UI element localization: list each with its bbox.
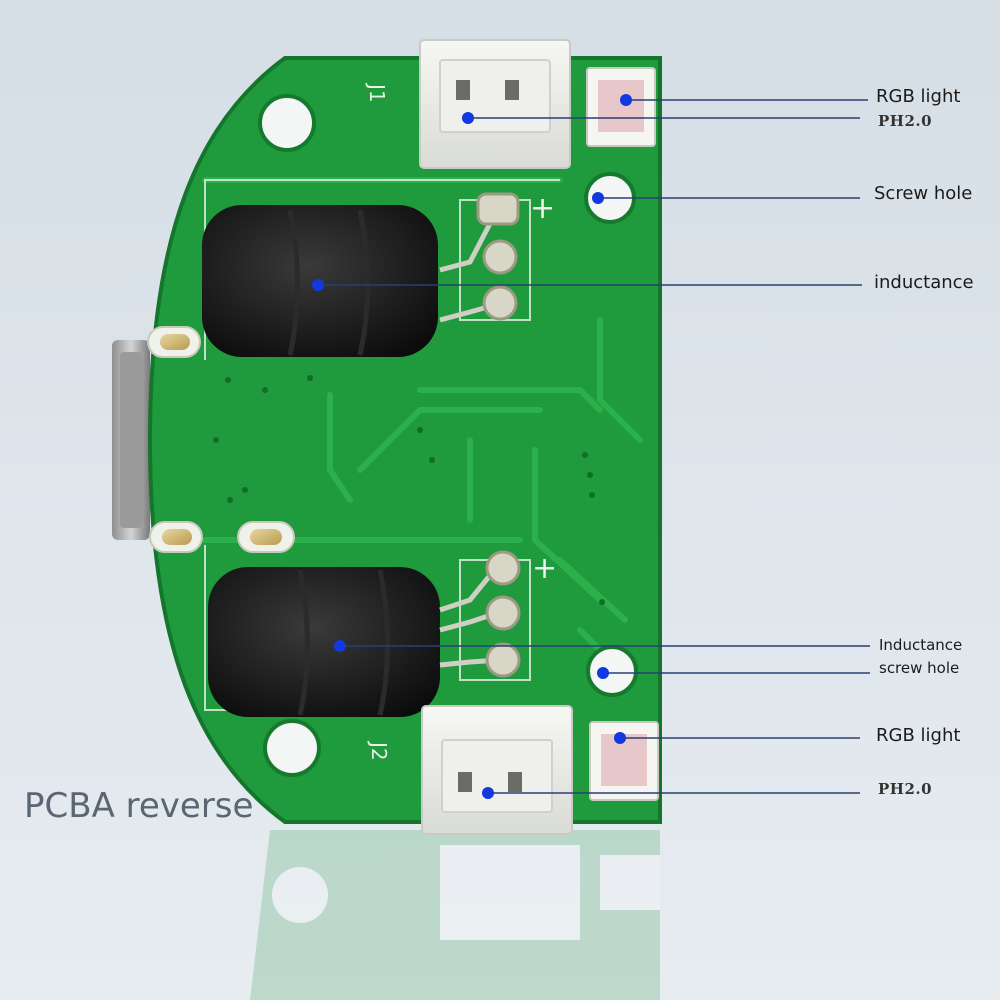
label-ph20-top: PH2.0 [878,112,933,130]
plus-mark-bottom: + [532,551,557,586]
solder-joints [476,192,521,678]
plus-mark-top: + [530,191,555,226]
rgb-led-top [586,67,656,147]
label-ph20-bottom: PH2.0 [878,780,933,798]
leader-lines [318,99,870,794]
connector-j1 [419,39,571,169]
inductor-bottom [208,567,440,717]
label-inductance: inductance [874,272,974,293]
label-inductance-line1: Inductance [879,636,963,654]
usb-c-connector [112,340,150,540]
marker-dots [312,94,632,799]
rgb-led-bottom [589,721,659,801]
mounting-holes [258,94,321,777]
label-rgb-light-top: RGB light [876,86,961,107]
label-rgb-light-bottom: RGB light [876,725,961,746]
silk-j2: J2 [367,740,391,761]
solder-pads [147,326,295,553]
vias [213,375,605,605]
label-screw-hole: Screw hole [874,183,973,204]
caption-pcba-reverse: PCBA reverse [24,786,254,826]
label-inductance-line2: screw hole [879,659,960,677]
connector-j2 [421,705,573,835]
silk-j1: J1 [365,82,389,103]
board-reflection [250,830,660,1000]
